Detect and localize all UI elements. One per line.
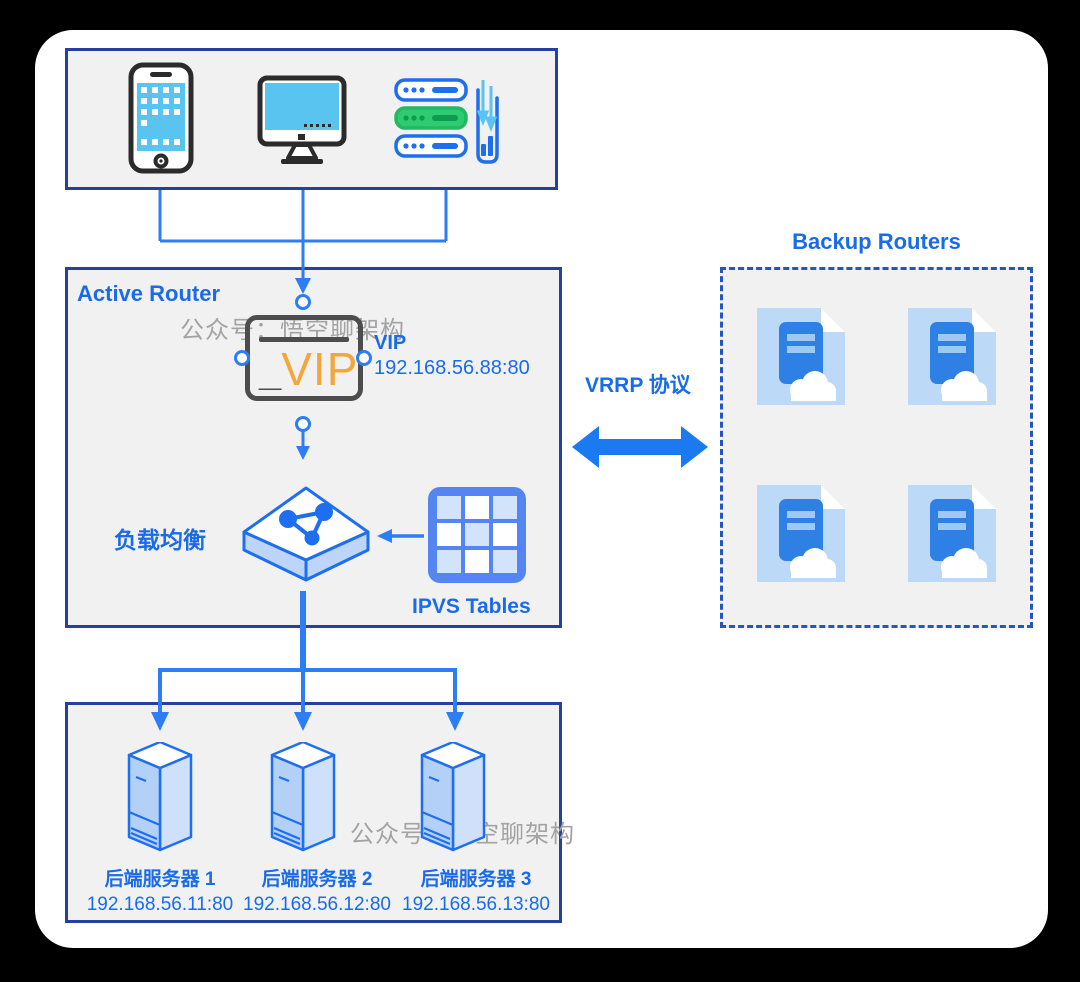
server-address: 192.168.56.13:80 <box>402 894 550 915</box>
server-name: 后端服务器 2 <box>261 869 373 890</box>
backup-routers-title: Backup Routers <box>792 229 961 254</box>
smartphone-icon <box>128 62 194 174</box>
vip-side-label: VIP <box>374 332 407 354</box>
terminal-text: _VIP <box>259 346 358 392</box>
backend-server-1-label: 后端服务器 1 192.168.56.11:80 <box>75 864 245 916</box>
vip-terminal-icon: _VIP <box>245 315 363 401</box>
terminal-titlebar <box>259 337 349 342</box>
load-balancer-icon <box>242 486 370 582</box>
backup-router-icon <box>908 308 996 405</box>
active-router-label: Active Router <box>77 281 221 306</box>
backup-router-icon <box>757 485 845 582</box>
backend-server-2-label: 后端服务器 2 192.168.56.12:80 <box>232 864 402 916</box>
traffic-stats-icon <box>476 80 499 164</box>
vip-icon-text: VIP <box>281 343 359 395</box>
server-name: 后端服务器 1 <box>104 869 216 890</box>
backup-router-icon <box>908 485 996 582</box>
ipvs-table-icon <box>428 487 526 583</box>
load-balancer-label: 负载均衡 <box>114 527 206 553</box>
server-address: 192.168.56.12:80 <box>243 894 391 915</box>
ipvs-tables-label: IPVS Tables <box>412 595 531 618</box>
backend-server-icon <box>270 742 336 852</box>
backend-server-icon <box>127 742 193 852</box>
terminal-cursor: _ <box>259 350 282 394</box>
backend-server-icon <box>420 742 486 852</box>
server-name: 后端服务器 3 <box>420 869 532 890</box>
backend-server-3-label: 后端服务器 3 192.168.56.13:80 <box>391 864 561 916</box>
server-rack-icon <box>394 78 468 158</box>
backup-router-icon <box>757 308 845 405</box>
vrrp-label: VRRP 协议 <box>585 374 691 397</box>
vip-address: 192.168.56.88:80 <box>374 357 530 379</box>
desktop-icon <box>257 75 347 164</box>
server-address: 192.168.56.11:80 <box>86 894 234 915</box>
